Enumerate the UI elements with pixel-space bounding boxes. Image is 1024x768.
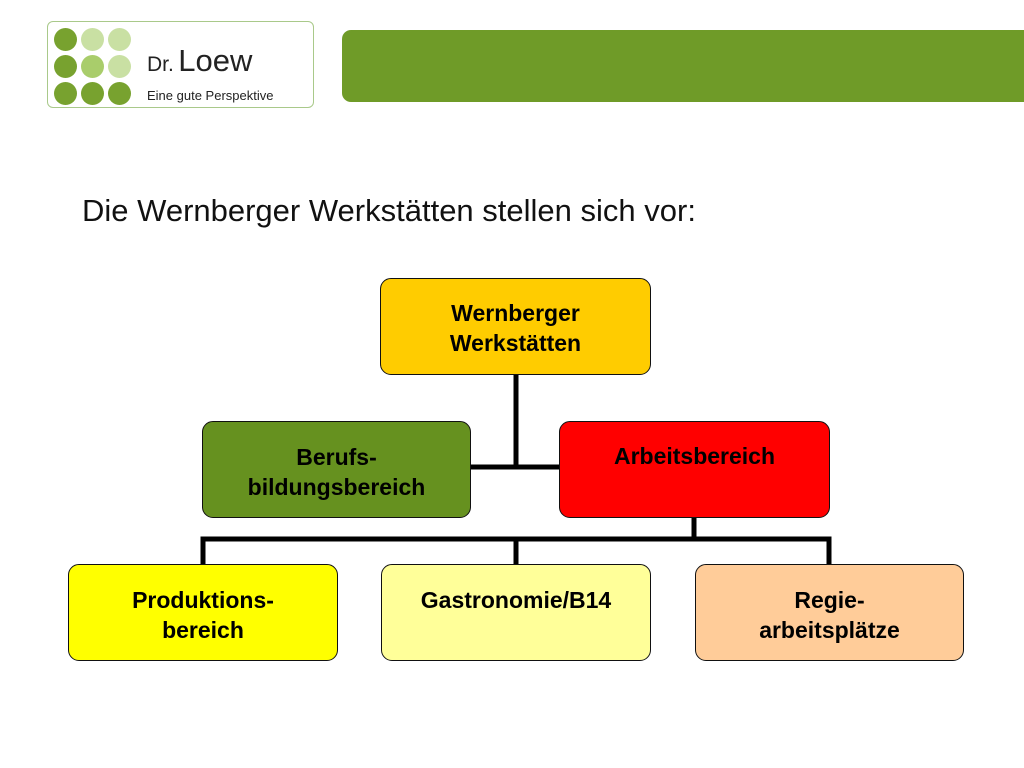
logo-dot [54,82,77,105]
logo-dot-grid [54,28,132,106]
org-node-produktionsbereich: Produktions- bereich [68,564,338,661]
org-node-label: Wernberger Werkstätten [449,300,582,356]
org-node-arbeitsbereich: Arbeitsbereich [559,421,830,518]
logo-tagline: Eine gute Perspektive [147,88,274,103]
org-node-label: Gastronomie/B14 [420,587,612,613]
org-node-berufsbildungsbereich: Berufs- bildungsbereich [202,421,471,518]
org-node-gastronomie-b14: Gastronomie/B14 [381,564,651,661]
logo-dot [108,82,131,105]
org-node-label: Regie- arbeitsplätze [759,587,900,643]
logo-dot [54,55,77,78]
company-logo: Dr. Loew Eine gute Perspektive [47,21,314,108]
logo-brand-surname: Loew [178,43,253,78]
org-node-label: Arbeitsbereich [613,443,776,469]
logo-dot [108,55,131,78]
org-node-wernberger-werkstaetten: Wernberger Werkstätten [380,278,651,375]
header-accent-bar [342,30,1024,102]
org-node-regiearbeitsplaetze: Regie- arbeitsplätze [695,564,964,661]
logo-dot [81,82,104,105]
logo-dot [81,28,104,51]
org-node-label: Berufs- bildungsbereich [247,444,426,500]
slide-title: Die Wernberger Werkstätten stellen sich … [82,193,696,228]
org-node-label: Produktions- bereich [132,587,274,643]
logo-brand-prefix: Dr. [147,53,174,76]
logo-dot [54,28,77,51]
logo-dot [108,28,131,51]
logo-dot [81,55,104,78]
logo-brand-name: Dr. Loew [147,43,252,79]
